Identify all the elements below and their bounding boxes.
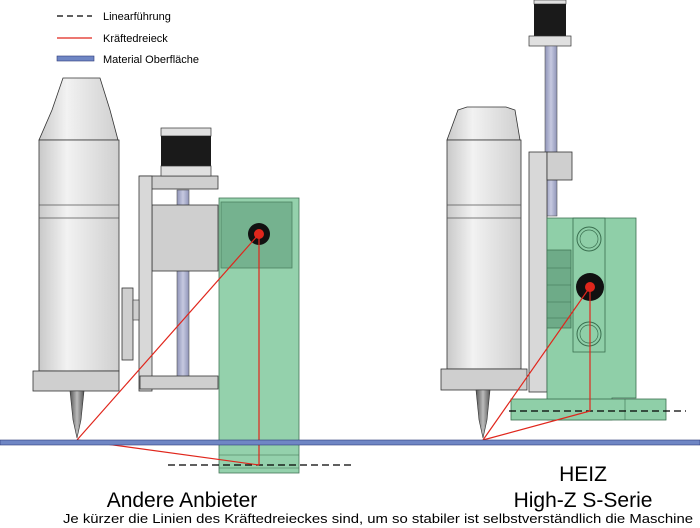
- right-force-triangle: [482, 286, 591, 441]
- right-stepper-motor: [528, 0, 572, 47]
- footer-text: Je kürzer die Linien des Kräftedreieckes…: [63, 512, 693, 526]
- left-bottom-plate: [139, 375, 219, 390]
- left-machine-label: Andere Anbieter: [107, 489, 258, 512]
- left-tool: [69, 390, 85, 439]
- right-column: [528, 151, 548, 393]
- legend-label-linear-guide: Linearführung: [103, 11, 171, 23]
- left-column: [138, 175, 153, 392]
- left-spindle: [32, 77, 120, 392]
- right-machine: [440, 0, 686, 441]
- right-machine-series: High-Z S-Serie: [514, 489, 653, 512]
- right-tool: [475, 389, 491, 439]
- right-guide-block: [510, 217, 667, 421]
- left-bracket: [121, 287, 134, 361]
- legend-label-material-surface: Material Oberfläche: [103, 54, 199, 66]
- right-spindle: [440, 106, 528, 391]
- left-stepper-motor: [160, 127, 212, 177]
- legend-item-force-triangle: Kräftedreieck: [57, 33, 168, 45]
- left-carriage-block: [151, 204, 219, 272]
- legend-label-force-triangle: Kräftedreieck: [103, 33, 168, 45]
- left-machine: [32, 77, 352, 474]
- legend-item-linear-guide: Linearführung: [57, 11, 171, 23]
- material-surface: [0, 439, 700, 446]
- legend: Linearführung Kräftedreieck Material Obe…: [56, 11, 199, 66]
- right-machine-brand: HEIZ: [559, 463, 607, 486]
- legend-item-material-surface: Material Oberfläche: [56, 54, 199, 66]
